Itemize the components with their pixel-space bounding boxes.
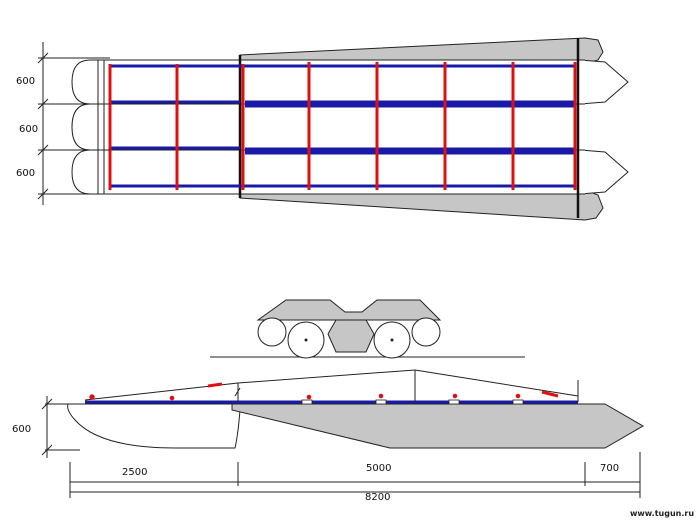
side-hull-rear (67, 403, 241, 449)
pontoon-1 (71, 59, 585, 105)
pontoon-section-1 (257, 317, 287, 347)
top-dim-1: 600 (16, 76, 35, 87)
top-dim-2: 600 (19, 124, 38, 135)
front-center-keel (327, 319, 375, 353)
red-beams (108, 62, 577, 190)
bow-point-upper (579, 59, 629, 105)
front-view (210, 299, 525, 359)
pontoon-3 (71, 149, 585, 195)
dim-rear-length: 700 (600, 463, 619, 474)
bow-point-lower (579, 149, 629, 195)
top-view: 600 600 600 (16, 37, 629, 221)
front-deck (256, 299, 442, 321)
top-dim-3: 600 (16, 168, 35, 179)
side-length-dimensions (69, 452, 641, 498)
top-dimensions (37, 42, 110, 205)
side-view: 600 2500 5000 700 8200 (12, 369, 644, 503)
dim-total-length: 8200 (365, 492, 390, 503)
side-height-dim: 600 (12, 424, 31, 435)
side-cleats (301, 399, 524, 405)
pontoon-2 (71, 103, 585, 151)
blue-rails (110, 64, 575, 188)
side-height-dimension (41, 396, 80, 458)
dim-front-length: 2500 (122, 467, 147, 478)
pontoon-section-4 (411, 317, 441, 347)
dim-middle-length: 5000 (366, 463, 391, 474)
side-hull-front (231, 403, 644, 449)
watermark: www.tugun.ru (630, 509, 694, 518)
side-rigging (84, 369, 579, 402)
side-red-details (89, 382, 559, 401)
